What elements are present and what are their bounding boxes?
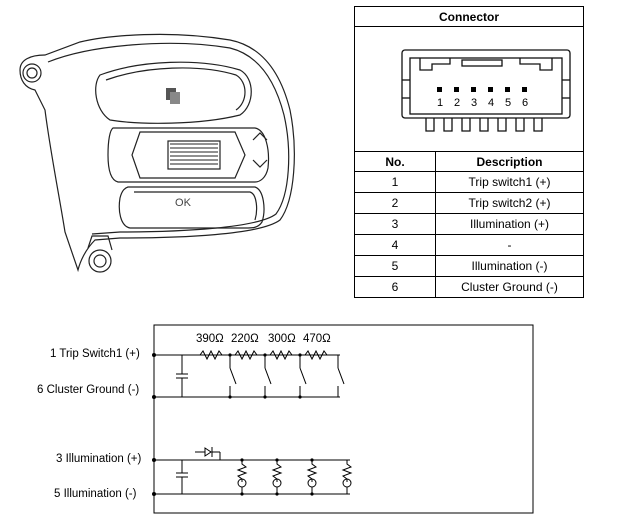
column-header-description: Description: [435, 151, 584, 172]
pin-description: Cluster Ground (-): [435, 276, 584, 298]
pin-number: 6: [354, 276, 436, 298]
cluster-ground-label: 6 Cluster Ground (-): [37, 384, 140, 396]
ok-button-label: OK: [175, 197, 192, 209]
pin-description: Illumination (-): [435, 255, 584, 277]
circuit-frame: [153, 324, 534, 514]
illumination-positive-label: 3 Illumination (+): [56, 453, 142, 465]
pin-description: -: [435, 234, 584, 256]
pin-description: Illumination (+): [435, 213, 584, 235]
connector-title: Connector: [354, 6, 584, 27]
pin-number: 2: [354, 192, 436, 214]
resistor-value: 220Ω: [231, 333, 259, 345]
pin-number: 5: [354, 255, 436, 277]
table-row: 4-: [354, 234, 584, 256]
resistor-value: 390Ω: [196, 333, 224, 345]
illumination-negative-label: 5 Illumination (-): [54, 488, 137, 500]
circuit-lines: [154, 349, 353, 495]
trip-switch1-label: 1 Trip Switch1 (+): [50, 348, 140, 360]
pin-number: 1: [354, 171, 436, 193]
pin-description: Trip switch2 (+): [435, 192, 584, 214]
resistor-value: 300Ω: [268, 333, 296, 345]
pin-number: 4: [354, 234, 436, 256]
connector-image-cell: [354, 26, 584, 152]
resistor-value: 470Ω: [303, 333, 331, 345]
pin-description: Trip switch1 (+): [435, 171, 584, 193]
column-header-no: No.: [354, 151, 436, 172]
pin-number: 3: [354, 213, 436, 235]
